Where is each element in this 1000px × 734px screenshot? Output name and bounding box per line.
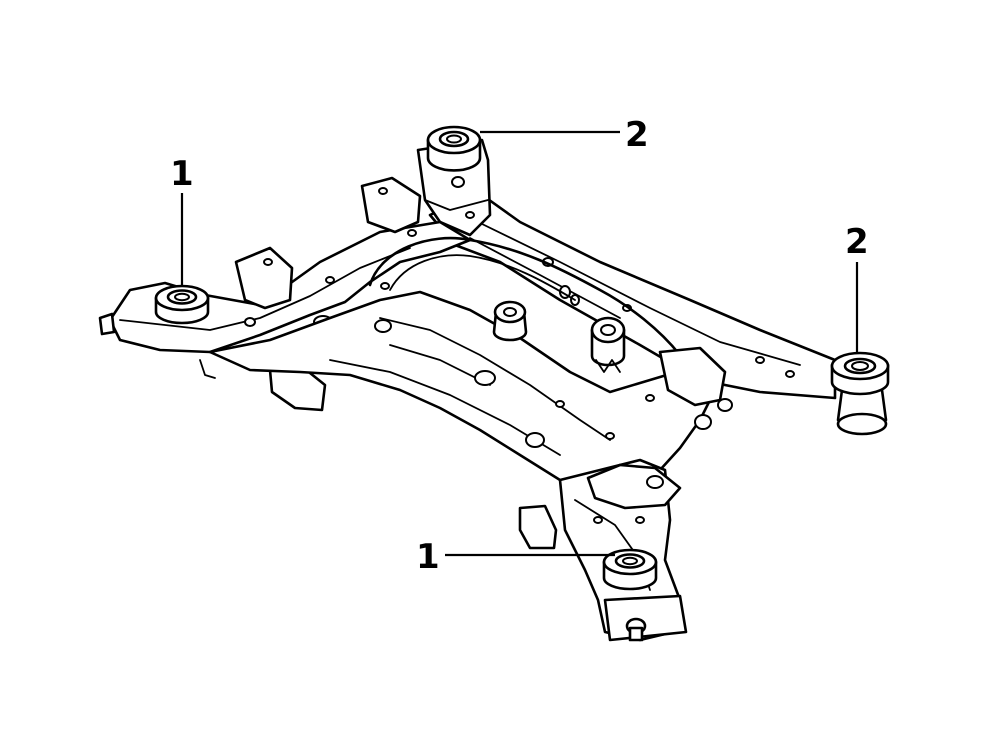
callout-1-bottom: 1 [416,537,440,577]
front-cross-member [208,236,722,497]
center-bushings [492,300,626,373]
callout-2-top: 2 [625,115,649,155]
bushing-front-right [602,548,658,591]
bushing-right-rear [830,351,890,436]
right-side-member [518,458,688,642]
bushing-top-rear [426,125,482,172]
callout-1-left: 1 [170,154,194,194]
callout-2-right: 2 [845,222,869,262]
right-bracket [658,346,733,430]
bushing-front-left [154,284,210,325]
